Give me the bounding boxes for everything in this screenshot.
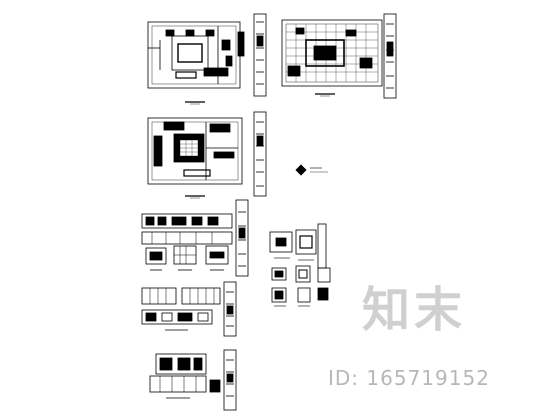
ceiling-plan [281,13,397,99]
floor-plan-1 [147,13,267,105]
elevation-set-b [141,281,237,337]
elevation-set-a [141,199,249,277]
legend-symbol [295,164,328,176]
floor-plan-2 [147,111,267,199]
detail-set [269,223,331,307]
watermark-logo: 知末 [362,282,467,338]
elevation-set-c [149,349,237,411]
watermark-id: ID: 165719152 [328,366,490,390]
